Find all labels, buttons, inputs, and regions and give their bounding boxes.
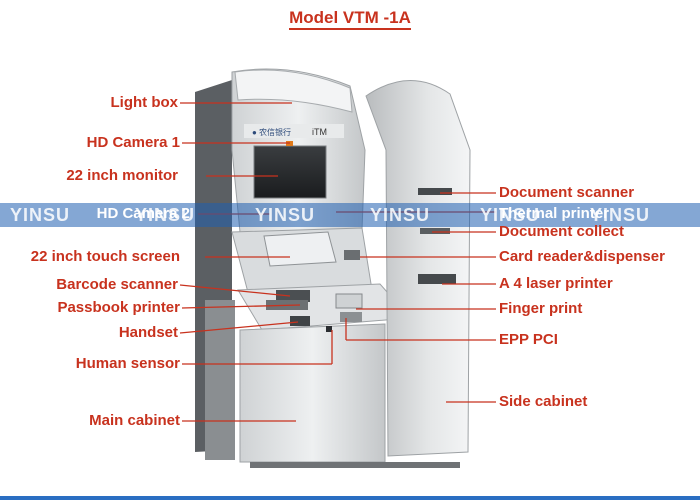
itm-logo: iTM: [312, 127, 327, 137]
light-box-shape: [234, 69, 353, 113]
label-card-reader: Card reader&dispenser: [499, 248, 665, 265]
monitor-22-shape: [253, 145, 327, 199]
label-thermal-printer: Thermal printer: [499, 205, 610, 222]
title-text: Model VTM -1A: [289, 8, 411, 30]
label-document-collect: Document collect: [499, 223, 625, 240]
barcode-scanner-shape: [276, 290, 310, 302]
label-finger-print: Finger print: [499, 300, 583, 317]
side-cabinet-shape: [365, 80, 471, 457]
label-epp-pci: EPP PCI: [499, 331, 558, 348]
label-document-scanner: Document scanner: [499, 184, 635, 201]
watermark-text: YINSU: [255, 205, 316, 225]
bottom-bar: [0, 496, 700, 500]
watermark-text: YINSU: [590, 205, 651, 225]
watermark-text: YINSU: [10, 205, 71, 225]
label-handset: Handset: [118, 324, 178, 341]
main-cabinet-lower: [239, 323, 386, 463]
main-cabinet-shadow-side: [205, 300, 235, 460]
human-sensor-shape: [326, 326, 332, 332]
handset-shape: [290, 316, 310, 326]
label-laser-printer: A 4 laser printer: [499, 275, 613, 292]
watermark-text: YINSU: [480, 205, 541, 225]
label-side-cabinet: Side cabinet: [499, 393, 588, 410]
watermark: YINSU YINSU YINSU YINSU YINSU YINSU: [0, 205, 700, 227]
leader-lines-left: [179, 102, 333, 422]
document-scanner-slot: [418, 188, 452, 195]
card-reader-shape: [344, 250, 360, 260]
touch-screen-shape: [263, 231, 337, 267]
desk: [237, 283, 412, 331]
page-title: Model VTM -1A: [0, 8, 700, 30]
epp-pad-shape: [340, 312, 362, 322]
label-touch-screen: 22 inch touch screen: [30, 248, 180, 265]
label-passbook-printer: Passbook printer: [57, 299, 180, 316]
finger-print-shape: [335, 293, 363, 309]
feet: [250, 462, 460, 468]
watermark-text: YINSU: [370, 205, 431, 225]
logo-text: ● 农信银行: [252, 127, 291, 137]
laser-printer-slot: [418, 274, 456, 284]
watermark-text: YINSU: [135, 205, 196, 225]
label-main-cabinet: Main cabinet: [89, 412, 180, 429]
label-barcode-scanner: Barcode scanner: [56, 276, 178, 293]
label-hd-camera-2: HD Camera 2: [96, 205, 190, 222]
logo-strip: [244, 124, 344, 138]
label-22-inch-monitor: 22 inch monitor: [66, 167, 178, 184]
watermark-band: [0, 203, 700, 227]
label-light-box: Light box: [110, 94, 179, 111]
label-human-sensor: Human sensor: [75, 355, 180, 372]
label-hd-camera-1: HD Camera 1: [86, 134, 180, 151]
document-collect-slot: [420, 228, 450, 234]
